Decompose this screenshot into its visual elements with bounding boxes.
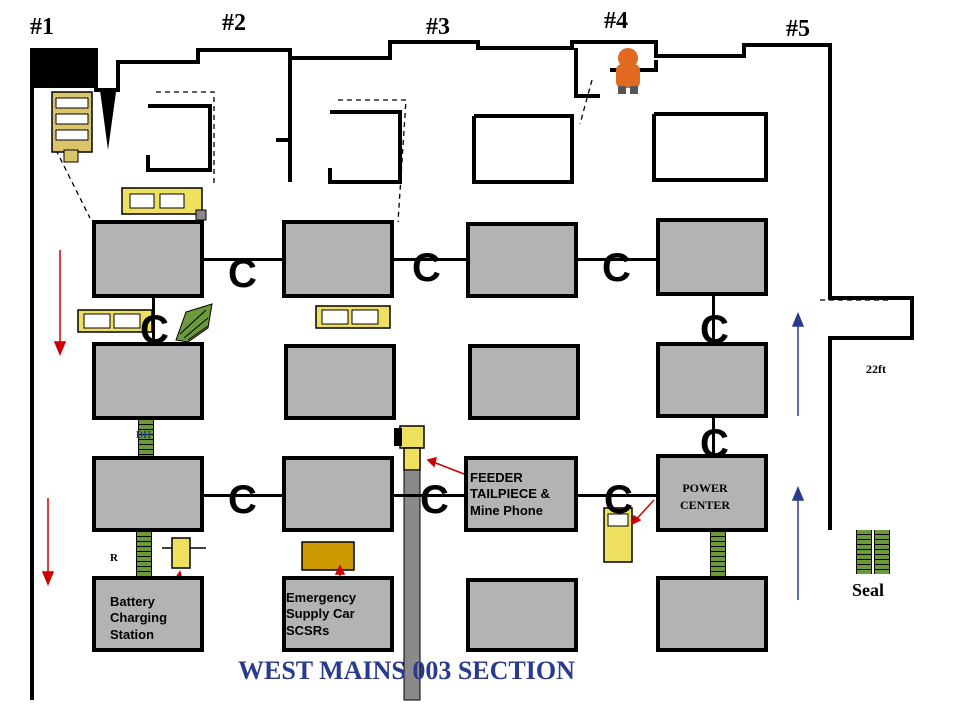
crosscut-line [394,494,464,497]
entry-label-2: #2 [222,10,246,36]
pillar [656,576,768,652]
shuttle-car-right [315,305,391,329]
pillar-feeder [464,456,578,532]
stopping [136,532,152,576]
power-center-unit [603,507,633,563]
crosscut-marker: C [700,422,729,466]
roof-bolter [121,187,207,221]
pillar-emergency [282,576,394,652]
crosscut-marker: C [412,246,441,290]
pillar [468,344,580,420]
conveyor-belt [403,469,421,701]
pillar [466,578,578,652]
airflow-intake-arrows [41,250,67,586]
pillar [284,344,396,420]
crosscut-line [152,298,155,342]
dh-marker: DH [136,430,151,441]
brattice-curtain [175,303,213,343]
crosscut-marker: C [700,308,729,352]
feeder-label: FEEDER TAILPIECE & Mine Phone [470,470,550,518]
miner-person-icon [616,48,640,94]
emergency-supply-car [301,541,355,571]
face-outline [94,48,292,182]
pillar-power-center [656,454,768,532]
pillar-battery [92,576,204,652]
crosscut-line [712,296,715,342]
seal-label: Seal [852,580,885,600]
r-marker: R [110,552,118,564]
pillar [92,220,204,298]
entry-label-4: #4 [604,8,628,34]
seal-stopping [856,530,872,574]
entry-label-5: #5 [786,16,810,42]
rib-lines [30,40,914,700]
pillar [656,342,768,418]
dashed-curtains [55,79,890,301]
airflow-return-arrows [791,312,805,600]
miner-cutter-head [32,48,96,88]
seal-stopping [874,530,890,574]
power-center-label: POWER CENTER [680,481,731,512]
crosscut-marker: C [604,478,633,522]
crosscut-marker: C [140,308,169,352]
entry-label-3: #3 [426,14,450,40]
pillar [92,456,204,532]
crosscut-line [712,418,715,454]
shuttle-car-left [77,309,153,333]
emergency-supply-label: Emergency Supply Car SCSRs [286,590,357,638]
section-title: WEST MAINS 003 SECTION [238,656,575,685]
crosscut-marker: C [228,478,257,522]
crosscut-line [204,258,282,261]
pillar [466,222,578,298]
crosscut-marker: C [228,252,257,296]
crosscut-line [204,494,282,497]
battery-charger [162,537,206,569]
crosscut-marker: C [602,246,631,290]
pillar [92,342,204,420]
crosscut-line [394,258,466,261]
battery-station-label: Battery Charging Station [110,594,168,642]
pillar [656,218,768,296]
pillar [282,220,394,298]
stopping [710,532,726,576]
miner-boom [100,90,116,150]
feeder-unit [394,425,425,471]
crosscut-marker: C [420,478,449,522]
entry-width-label: 22ft [866,362,886,376]
entry-label-1: #1 [30,14,54,40]
crosscut-line [578,258,656,261]
stopping [138,420,154,456]
crosscut-line [578,494,656,497]
continuous-miner [51,91,93,163]
pillar [282,456,394,532]
